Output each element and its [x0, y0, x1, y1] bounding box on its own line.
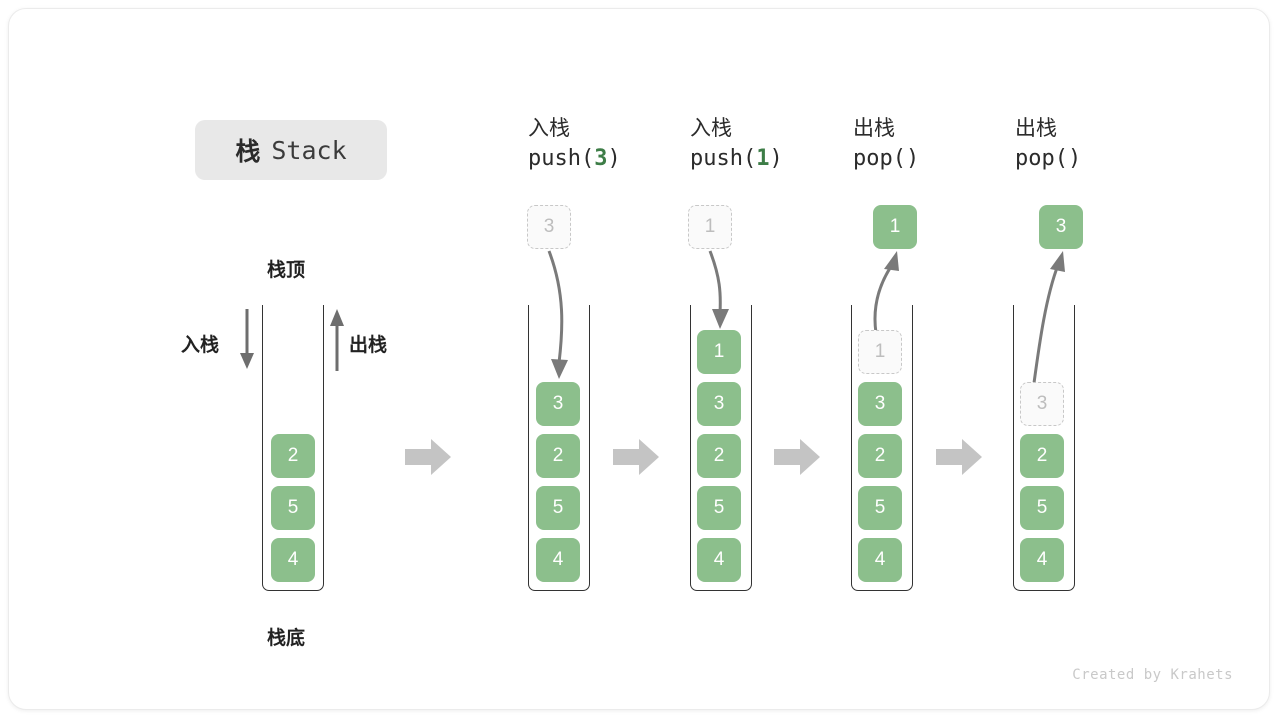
stack-cell: 3 — [536, 382, 580, 426]
flow-arrow-2 — [613, 439, 659, 475]
column-fn-arg: 3 — [594, 146, 608, 171]
stack-cell: 5 — [536, 486, 580, 530]
floating-cell-pop-3: 3 — [1039, 205, 1083, 249]
stack-channel-push-1 — [690, 305, 752, 591]
stack-channel-pop-3 — [1013, 305, 1075, 591]
push-direction-arrow — [240, 309, 254, 369]
stack-cell: 5 — [858, 486, 902, 530]
column-header-push-3: 入栈 push(3) — [528, 115, 728, 175]
column-header-pop-1: 出栈 pop() — [853, 115, 1053, 175]
title-cn: 栈 — [235, 138, 262, 166]
stack-cell: 4 — [1020, 538, 1064, 582]
column-header-pop-3: 出栈 pop() — [1015, 115, 1215, 175]
column-op-label: 入栈 — [690, 117, 732, 140]
column-op-label: 出栈 — [853, 117, 895, 140]
flow-arrow-1 — [405, 439, 451, 475]
column-op-label: 出栈 — [1015, 117, 1057, 140]
title-en: Stack — [271, 135, 347, 165]
column-fn-label: pop() — [1015, 146, 1082, 171]
column-fn-label: pop() — [853, 146, 920, 171]
stack-cell: 4 — [536, 538, 580, 582]
flow-arrow-3 — [774, 439, 820, 475]
credit-text: Created by Krahets — [1072, 667, 1233, 683]
column-fn-label: push(1) — [690, 146, 783, 171]
stack-cell: 2 — [536, 434, 580, 478]
stack-cell: 1 — [697, 330, 741, 374]
label-pop-left: 出栈 — [349, 335, 388, 356]
stack-channel-initial — [262, 305, 324, 591]
stack-cell: 5 — [271, 486, 315, 530]
pop-direction-arrow — [330, 309, 344, 371]
stack-channel-push-3 — [528, 305, 590, 591]
column-fn-label: push(3) — [528, 146, 621, 171]
stack-cell: 3 — [697, 382, 741, 426]
column-fn-arg: 1 — [756, 146, 770, 171]
stack-cell: 4 — [271, 538, 315, 582]
stack-cell: 4 — [858, 538, 902, 582]
title-chip: 栈 Stack — [195, 120, 387, 180]
stack-cell: 4 — [697, 538, 741, 582]
flow-arrow-4 — [936, 439, 982, 475]
stack-cell: 5 — [1020, 486, 1064, 530]
stack-channel-pop-1 — [851, 305, 913, 591]
stack-cell: 2 — [271, 434, 315, 478]
diagram-card: 栈 Stack 栈顶 栈底 入栈 出栈 入栈 push(3) 入栈 push(1… — [8, 8, 1270, 710]
stack-cell: 3 — [858, 382, 902, 426]
floating-cell-pop-1: 1 — [873, 205, 917, 249]
column-header-push-1: 入栈 push(1) — [690, 115, 890, 175]
ghost-cell-pop-3: 3 — [1020, 382, 1064, 426]
floating-cell-push-1: 1 — [688, 205, 732, 249]
label-stack-top: 栈顶 — [267, 260, 306, 281]
ghost-cell-pop-1: 1 — [858, 330, 902, 374]
label-stack-bottom: 栈底 — [267, 628, 306, 649]
stack-cell: 2 — [1020, 434, 1064, 478]
column-op-label: 入栈 — [528, 117, 570, 140]
stack-cell: 5 — [697, 486, 741, 530]
label-push-left: 入栈 — [181, 335, 220, 356]
stack-cell: 2 — [697, 434, 741, 478]
floating-cell-push-3: 3 — [527, 205, 571, 249]
stack-cell: 2 — [858, 434, 902, 478]
